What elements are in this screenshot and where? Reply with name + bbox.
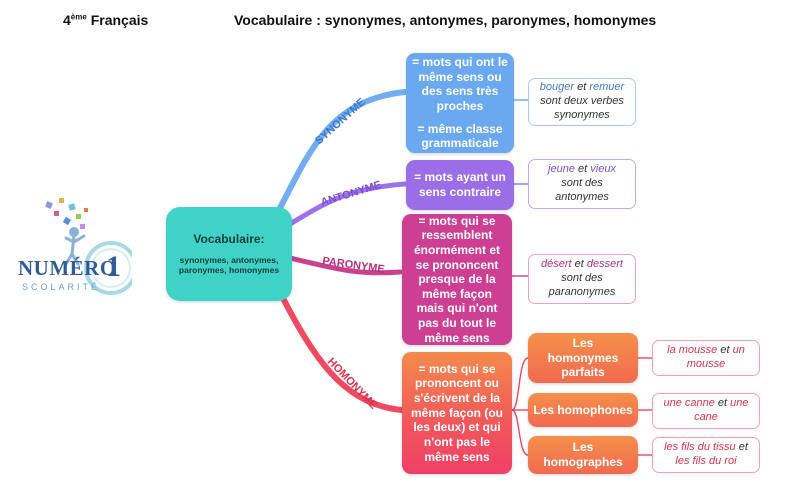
subject: Français: [90, 12, 149, 28]
antonyme-label: ANTONYME: [319, 179, 383, 209]
level-heading: 4ème Français: [63, 12, 148, 28]
homonyme-subtype-3-label: Les homographes: [543, 440, 623, 469]
homonyme-sub-line-3: [511, 409, 529, 456]
synonyme-example-rest: sont deux verbes synonymes: [540, 95, 624, 121]
homonyme-sub-line-1: [511, 357, 529, 411]
level-number: 4: [63, 12, 71, 28]
paronyme-example-rest: sont des paranonymes: [548, 272, 616, 298]
homonyme-example-1-word-1: la mousse: [667, 344, 718, 357]
homonyme-example-1-mid: et: [717, 344, 733, 357]
homonyme-example-1: la mousse et un mousse: [652, 340, 760, 376]
homonyme-example-2-mid: et: [714, 397, 731, 410]
synonyme-example-word-1: bouger: [539, 81, 575, 94]
antonyme-definition-text: = mots ayant un sens contraire: [414, 170, 506, 199]
synonyme-branch-line: [275, 89, 408, 215]
center-subtitle: synonymes, antonymes, paronymes, homonym…: [178, 254, 280, 276]
synonyme-example: bouger et remuer sont deux verbes synony…: [528, 78, 636, 126]
homonyme-example-3: les fils du tissu et les fils du roi: [652, 437, 760, 473]
synonyme-definition-1: = mots qui ont le même sens ou des sens …: [412, 55, 508, 113]
homonyme-definition: = mots qui se prononcent ou s'écrivent d…: [402, 352, 512, 474]
paronyme-example-word-1: désert: [541, 258, 572, 271]
homonyme-example-2-word-1: une canne: [663, 397, 715, 410]
homonyme-example-2: une canne et une cane: [652, 393, 760, 429]
antonyme-example: jeune et vieux sont des antonymes: [528, 159, 636, 209]
homonyme-example-3-mid: et: [735, 441, 748, 454]
antonyme-example-words: jeune et vieux: [533, 163, 631, 177]
logo: NUMÉRO 1 SCOLARITÉ: [14, 198, 138, 308]
homonyme-subtype-3: Les homographes: [528, 436, 638, 474]
antonyme-example-rest: sont des antonymes: [555, 177, 609, 203]
synonyme-example-mid: et: [574, 81, 590, 94]
logo-subtext: SCOLARITÉ: [22, 282, 101, 292]
homonyme-example-1-word-2: un mousse: [686, 344, 745, 370]
synonyme-label: SYNONYME: [313, 96, 368, 147]
page-title: Vocabulaire : synonymes, antonymes, paro…: [234, 12, 657, 28]
paronyme-definition: = mots qui se ressemblent énormément et …: [402, 214, 512, 345]
homonyme-example-2-text: une canne et une cane: [657, 397, 755, 425]
paronyme-definition-text: = mots qui se ressemblent énormément et …: [413, 213, 501, 345]
antonyme-branch-line: [287, 181, 408, 227]
homonyme-subtype-1: Les homonymes parfaits: [528, 333, 638, 383]
logo-text: NUMÉRO: [18, 256, 117, 280]
homonyme-subtype-1-label: Les homonymes parfaits: [547, 336, 619, 380]
homonyme-branch-line: [281, 297, 405, 413]
synonyme-example-word-2: remuer: [589, 81, 625, 94]
homonyme-subtype-2: Les homophones: [528, 393, 638, 427]
paronyme-example-mid: et: [571, 258, 587, 271]
antonyme-definition: = mots ayant un sens contraire: [406, 160, 514, 210]
homonyme-subtype-2-label: Les homophones: [533, 402, 633, 417]
homonyme-label: HOMONYME: [325, 356, 379, 412]
antonyme-example-word-1: jeune: [548, 163, 575, 176]
center-node: Vocabulaire: synonymes, antonymes, paron…: [166, 207, 292, 301]
homonyme-definition-text: = mots qui se prononcent ou s'écrivent d…: [410, 361, 503, 464]
paronyme-example-words: désert et dessert: [533, 258, 631, 272]
homonyme-example-2-word-2: une cane: [694, 397, 749, 423]
synonyme-definition-2: = même classe grammaticale: [417, 121, 503, 151]
synonyme-definition: = mots qui ont le même sens ou des sens …: [406, 53, 514, 153]
center-title: Vocabulaire:: [193, 232, 265, 247]
homonyme-example-3-word-1: les fils du tissu: [664, 441, 736, 454]
homonyme-example-3-word-2: les fils du roi: [675, 455, 737, 467]
synonyme-example-words: bouger et remuer: [533, 81, 631, 95]
homonyme-example-3-text: les fils du tissu et les fils du roi: [657, 441, 755, 469]
antonyme-example-word-2: vieux: [590, 163, 616, 176]
level-superscript: ème: [70, 12, 87, 22]
homonyme-example-1-text: la mousse et un mousse: [657, 344, 755, 372]
paronyme-example: désert et dessert sont des paranonymes: [528, 254, 636, 304]
logo-wordmark: NUMÉRO: [18, 256, 117, 281]
antonyme-example-mid: et: [574, 163, 591, 176]
logo-number: 1: [106, 250, 121, 283]
paronyme-branch-line: [287, 255, 403, 276]
paronyme-example-word-2: dessert: [586, 258, 623, 271]
